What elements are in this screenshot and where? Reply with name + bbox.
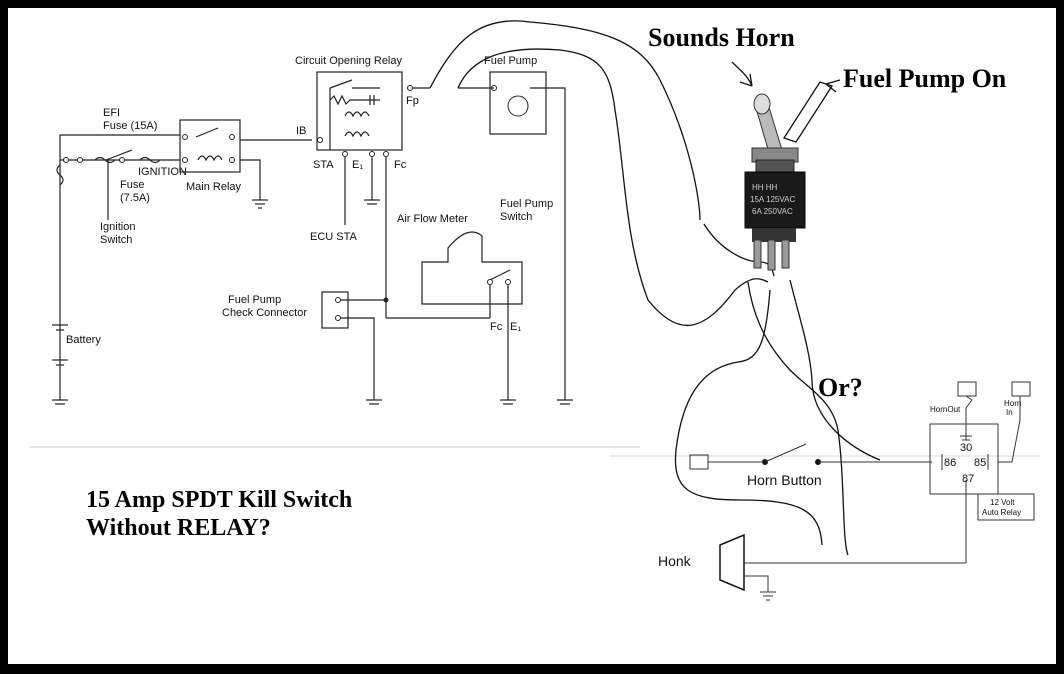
terminal-fc-afm: Fc: [490, 321, 503, 333]
horn-in-label: Horn: [1004, 399, 1021, 408]
ignition-fuse-label: IGNITION: [138, 166, 187, 178]
horn-out-label: HornOut: [930, 405, 961, 414]
main-relay: [179, 119, 268, 209]
terminal-sta: STA: [313, 159, 334, 171]
ignition-switch: [105, 149, 133, 220]
toggle-marking-3: 6A 250VAC: [752, 207, 793, 216]
hand-drawn-wires: [429, 20, 881, 556]
horn-button-circuit: [689, 443, 932, 470]
circuit-opening-relay-label: Circuit Opening Relay: [295, 55, 402, 67]
ignition-switch-label-2: Switch: [100, 234, 132, 246]
fuel-pump-switch-label: Fuel Pump: [500, 198, 553, 210]
fuel-pump-switch-label-2: Switch: [500, 211, 532, 223]
title-line-2: Without RELAY?: [86, 515, 271, 541]
relay-note-2: Auto Relay: [982, 508, 1021, 517]
air-flow-meter-label: Air Flow Meter: [397, 213, 468, 225]
ecu-sta-label: ECU STA: [310, 231, 358, 243]
efi-fuse-rating: Fuse (15A): [103, 120, 157, 132]
relay-pin-87: 87: [962, 473, 974, 485]
title-line-1: 15 Amp SPDT Kill Switch: [86, 487, 352, 513]
terminal-e1-afm: E₁: [510, 321, 521, 333]
toggle-marking-1: HH HH: [752, 183, 778, 192]
toggle-marking-2: 15A 125VAC: [750, 195, 795, 204]
relay-pin-30: 30: [960, 442, 972, 454]
terminal-ib: IB: [296, 125, 306, 137]
paper-background: [8, 8, 1056, 664]
battery-symbol: [52, 324, 68, 405]
relay-pin-86: 86: [944, 457, 956, 469]
relay-note-1: 12 Volt: [990, 498, 1015, 507]
check-connector: [321, 291, 389, 405]
toggle-switch[interactable]: HH HH 15A 125VAC 6A 250VAC: [744, 93, 806, 271]
efi-fuse-label: EFI: [103, 107, 120, 119]
terminal-fp: Fp: [406, 95, 419, 107]
check-connector-label-2: Check Connector: [222, 307, 307, 319]
sounds-horn-label: Sounds Horn: [648, 23, 795, 52]
auto-relay: [929, 381, 1035, 563]
horn-in-label-2: In: [1006, 408, 1013, 417]
honk-label: Honk: [658, 553, 692, 569]
ignition-fuse-type: Fuse: [120, 179, 144, 191]
check-connector-label: Fuel Pump: [228, 294, 281, 306]
efi-fuse: [56, 156, 161, 186]
terminal-e1-relay: E₁: [352, 159, 363, 171]
fuel-pump-on-label: Fuel Pump On: [843, 64, 1007, 93]
circuit-opening-relay: [316, 71, 430, 318]
horn-speaker: [719, 533, 966, 601]
fuel-pump-symbol: [458, 71, 573, 405]
air-flow-meter: [386, 231, 523, 405]
annotation-arrows: [731, 61, 841, 143]
horn-button-label: Horn Button: [747, 472, 822, 488]
terminal-fc-relay: Fc: [394, 159, 407, 171]
ignition-switch-label: Ignition: [100, 221, 135, 233]
relay-pin-85: 85: [974, 457, 986, 469]
battery-label: Battery: [66, 334, 101, 346]
main-relay-label: Main Relay: [186, 181, 242, 193]
ignition-fuse-rating: (7.5A): [120, 192, 150, 204]
fuel-pump-label: Fuel Pump: [484, 55, 537, 67]
or-question-label: Or?: [818, 373, 863, 402]
